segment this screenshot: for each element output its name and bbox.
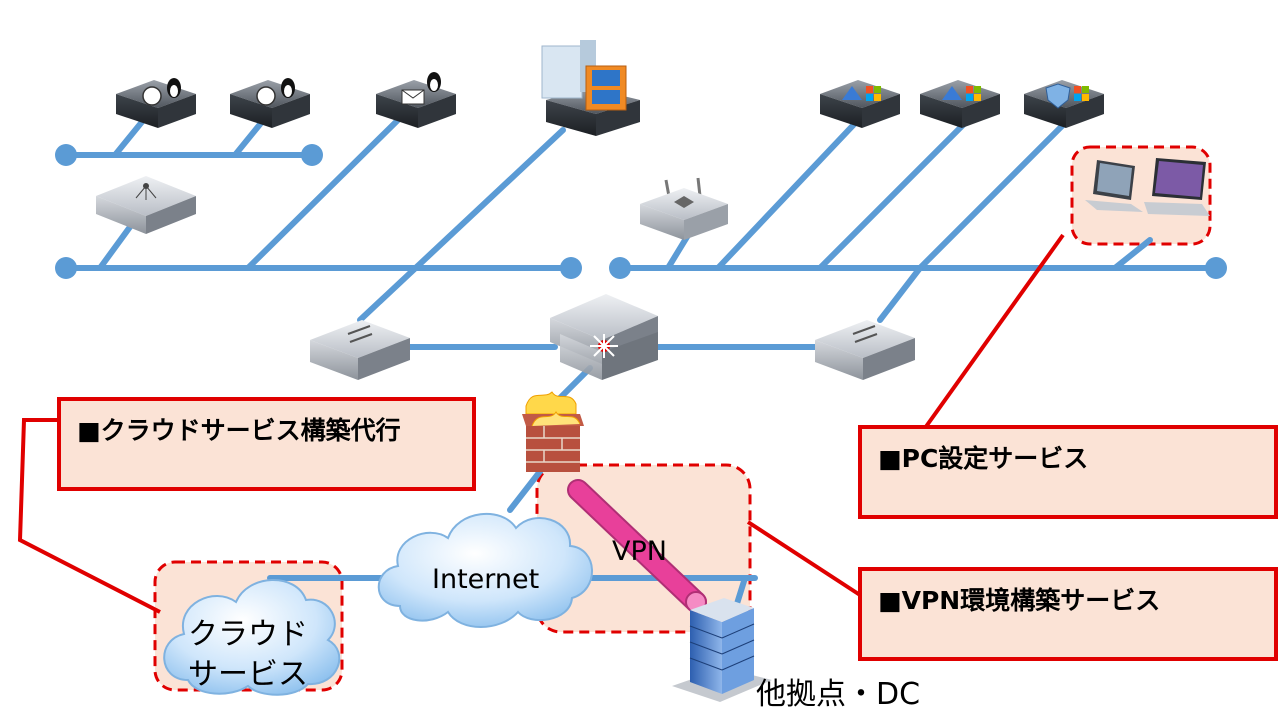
pc-setup-service-box: ■PC設定サービス — [858, 425, 1278, 519]
cloud-build-service-label: ■クラウドサービス構築代行 — [77, 416, 401, 445]
segment-endpoints — [55, 144, 1227, 279]
wireless-router — [640, 177, 728, 240]
vm-app-os-host — [541, 40, 640, 136]
network-hub — [96, 176, 196, 234]
linux-web-server-2 — [230, 78, 310, 128]
pc-setup-service-label: ■PC設定サービス — [878, 444, 1089, 473]
office-building — [672, 598, 772, 702]
firewall — [522, 391, 584, 472]
internet-cloud — [377, 512, 593, 628]
callout-lines — [17, 233, 1065, 614]
network-switch-right — [815, 320, 915, 380]
branch-dc-label: 他拠点・DC — [756, 677, 920, 712]
laptop-pc-2 — [1144, 158, 1210, 216]
cloud-service-cloud — [163, 579, 341, 696]
internet-label: Internet — [432, 564, 539, 595]
laptop-pc-1 — [1085, 160, 1143, 212]
vpn-label: VPN — [612, 536, 667, 567]
linux-mail-server — [376, 72, 456, 128]
windows-server-2 — [920, 80, 1000, 128]
cloud-service-label-line2: サービス — [188, 657, 308, 692]
core-switch — [550, 294, 658, 380]
vpn-build-service-label: ■VPN環境構築サービス — [878, 586, 1161, 615]
cloud-service-label-line1: クラウド — [188, 617, 308, 652]
vpn-tunnel — [567, 479, 707, 613]
network-switch-left — [310, 320, 410, 380]
linux-web-server-1 — [116, 78, 196, 128]
cloud-build-service-box: ■クラウドサービス構築代行 — [57, 397, 476, 491]
windows-security-server — [1024, 80, 1104, 128]
vpn-build-service-box: ■VPN環境構築サービス — [858, 567, 1278, 661]
windows-server-1 — [820, 80, 900, 128]
